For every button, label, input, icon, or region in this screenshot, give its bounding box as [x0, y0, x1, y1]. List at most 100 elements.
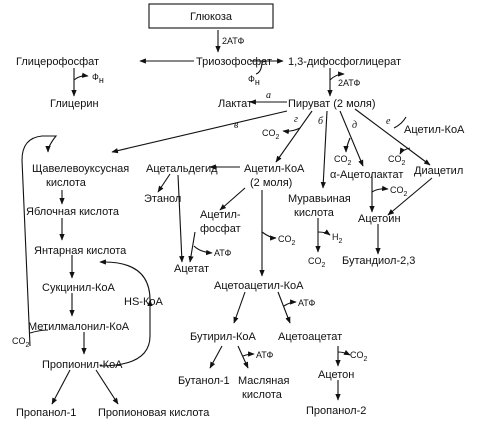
edge-e-co2 [399, 147, 411, 155]
label-a: а [266, 90, 271, 101]
node-acetylphosphate-2: фосфат [200, 223, 241, 235]
node-acetylphosphate-1: Ацетил- [200, 209, 241, 221]
node-formic-2: кислота [294, 207, 335, 219]
edges [21, 30, 433, 405]
node-pyruvate: Пируват (2 моля) [288, 98, 376, 110]
edge-butyrylcoa-butyric [237, 345, 249, 369]
cofactors: 2АТФ 2АТФ Фн Фн CO2 CO2 CO2 CO2 CO2 CO2 … [12, 36, 408, 363]
cofactor-atp-acetoacetylcoa: АТФ [298, 298, 315, 308]
label-e: е [386, 116, 391, 127]
cofactor-co2-d: CO2 [334, 154, 352, 167]
node-oxaloacetic-2: кислота [46, 177, 87, 189]
node-acetone: Ацетон [318, 369, 354, 381]
node-glucose: Глюкоза [190, 11, 233, 23]
cofactor-co2-acetolactate: CO2 [390, 185, 408, 198]
edge-hscoa-loop-succinylcoa [99, 259, 151, 301]
edge-acetoacetylcoa-butyrylcoa [233, 291, 246, 324]
node-oxaloacetic-1: Щавелевоуксусная [32, 163, 129, 175]
node-methylmalonylcoa: Метилмалонил-КоА [28, 321, 130, 333]
edge-acetoacetylcoa-acetoacetate [277, 291, 291, 324]
edge-acetylcoa-into-e [393, 116, 407, 129]
node-acetaldehyde: Ацетальдегид [146, 163, 218, 175]
node-glycerol: Глицерин [50, 98, 99, 110]
node-butyric-1: Масляная [238, 375, 289, 387]
edge-pyruvate-co2-g [282, 127, 301, 135]
edge-acetaldehyde-ethanol [157, 173, 171, 193]
node-acetylcoa-2: (2 моля) [250, 177, 292, 189]
cofactor-atp-butyrylcoa: АТФ [256, 350, 273, 360]
node-acetolactate: α-Ацетолактат [330, 169, 403, 181]
edge-diacetyl-acetoin [387, 177, 433, 216]
cofactor-fn-b: Фн [248, 74, 260, 87]
edge-propionylcoa-propanol1 [51, 369, 71, 405]
node-diacetyl: Диацетил [414, 165, 463, 177]
node-butanediol: Бутандиол-2,3 [342, 255, 415, 267]
node-triosephosphate: Триозофосфат [196, 56, 272, 68]
cofactor-co2-acetylcoa: CO2 [278, 234, 296, 247]
cofactor-co2-loop: CO2 [12, 336, 30, 349]
cofactor-co2-e: CO2 [388, 154, 406, 167]
node-acetylcoa-1: Ацетил-КоА [244, 163, 305, 175]
edge-pyruvate-oxaloacetate [111, 110, 288, 154]
node-butanol-1: Бутанол-1 [178, 375, 230, 387]
node-malic: Яблочная кислота [26, 206, 120, 218]
edge-formic-h2 [317, 229, 331, 236]
node-acetoacetate: Ацетоацетат [278, 331, 342, 343]
nodes: Глюкоза Глицерофосфат Триозофосфат 1,3-д… [16, 3, 465, 419]
node-acetoacetylcoa: Ацетоацетил-КоА [214, 280, 304, 292]
node-propanol-2: Пропанол-2 [306, 405, 366, 417]
cofactor-co2-formic: CO2 [308, 256, 326, 269]
node-succinic: Янтарная кислота [34, 245, 127, 257]
edge-propionylcoa-propionic [95, 369, 119, 405]
node-succinylcoa: Сукцинил-КоА [42, 282, 116, 294]
edge-acetylcoa-acetylphosphate [219, 187, 246, 211]
edge-co2-methylmalonyl [29, 329, 49, 334]
node-lactate: Лактат [218, 98, 252, 110]
label-g: г [294, 114, 298, 125]
edge-pyruvate-formic [320, 110, 328, 189]
pathway-labels: а в г б д е [234, 90, 391, 131]
edge-acetoacetate-co2 [337, 349, 351, 356]
edge-butyrylcoa-butanol [209, 345, 223, 369]
node-propionic: Пропионовая кислота [98, 407, 210, 419]
edge-acetolactate-co2 [371, 185, 389, 193]
edge-pyruvate-co2-d [343, 137, 351, 153]
node-acetylcoa-side: Ацетил-КоА [404, 124, 465, 136]
cofactor-2atp-a: 2АТФ [222, 36, 245, 46]
cofactor-atp-acetylphosphate: АТФ [214, 248, 231, 258]
edge-acetylphosphate-atp [193, 245, 213, 256]
node-acetate: Ацетат [174, 263, 209, 275]
label-b: б [318, 116, 324, 127]
node-propanol-1: Пропанол-1 [16, 407, 76, 419]
edge-pyruvate-diacetyl [354, 108, 431, 166]
cofactor-fn-a: Фн [92, 72, 104, 85]
cofactor-co2-acetoacetate: CO2 [350, 350, 368, 363]
cofactor-2atp-b: 2АТФ [338, 78, 361, 88]
node-acetoin: Ацетоин [358, 213, 401, 225]
node-butyrylcoa: Бутирил-КоА [190, 331, 257, 343]
label-v: в [234, 120, 239, 131]
edge-dpg-atp [329, 71, 345, 81]
node-formic-1: Муравьиная [288, 193, 351, 205]
edge-glycerophosphate-fn [73, 72, 89, 81]
cofactor-co2-g: CO2 [262, 128, 280, 141]
glucose-box [148, 3, 274, 29]
edge-pyruvate-acetolactate [339, 110, 364, 167]
edge-hscoa-loop-up [99, 299, 153, 367]
cofactor-h2: H2 [332, 232, 343, 245]
edge-acetylphosphate-acetate [188, 231, 196, 263]
node-butyric-2: кислота [242, 389, 283, 401]
edge-fn-dpg [255, 60, 263, 75]
node-propionylcoa: Пропионил-КоА [42, 359, 123, 371]
edge-co2-loop-oxaloacetate [21, 135, 58, 347]
node-glycerophosphate: Глицерофосфат [16, 56, 99, 68]
edge-pyruvate-acetylcoa [275, 110, 313, 163]
edge-acetylcoa-co2 [261, 231, 277, 241]
edge-acetoacetylcoa-atp [283, 299, 297, 307]
label-d: д [352, 120, 357, 131]
edge-acetaldehyde-acetate [177, 174, 185, 263]
edge-butyrylcoa-atp [242, 351, 255, 357]
node-ethanol: Этанол [144, 193, 181, 205]
